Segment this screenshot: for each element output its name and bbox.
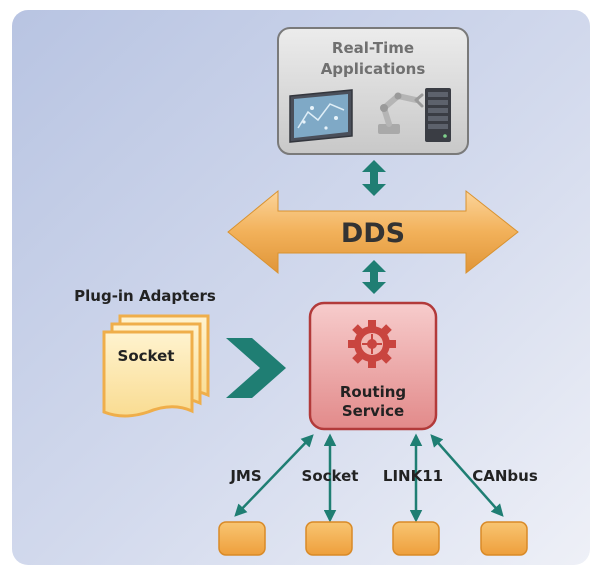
applications-title-line1: Real-Time — [332, 39, 414, 57]
connector-arrow-jms — [234, 434, 314, 517]
apps-dds-arrow — [362, 160, 386, 196]
endpoint-box-canbus — [480, 521, 528, 556]
dds-bus-arrow: DDS — [227, 189, 519, 275]
robot-arm-icon — [378, 92, 424, 134]
connector-label-link11: LINK11 — [383, 467, 443, 485]
routing-service-box: Routing Service — [308, 301, 438, 431]
monitor-icon — [289, 89, 353, 143]
endpoint-box-socket — [305, 521, 353, 556]
connector-label-canbus: CANbus — [472, 467, 538, 485]
dds-routing-arrow — [362, 260, 386, 294]
connector-label-jms: JMS — [229, 467, 261, 485]
connector-arrow-canbus — [430, 434, 504, 517]
chevron-right-icon — [226, 338, 286, 398]
endpoint-box-jms — [218, 521, 266, 556]
dds-label: DDS — [341, 218, 405, 249]
gear-icon — [348, 320, 396, 368]
routing-service-line1: Routing — [340, 383, 406, 401]
server-icon — [425, 88, 451, 142]
document-socket-label: Socket — [118, 347, 175, 365]
routing-service-line2: Service — [342, 402, 404, 420]
endpoint-box-link11 — [392, 521, 440, 556]
document-stack-icon: Socket — [102, 314, 210, 418]
plugin-adapters-label: Plug-in Adapters — [74, 287, 216, 305]
real-time-applications-box: Real-Time Applications — [277, 27, 469, 155]
applications-title-line2: Applications — [321, 60, 426, 78]
connector-label-socket: Socket — [302, 467, 359, 485]
